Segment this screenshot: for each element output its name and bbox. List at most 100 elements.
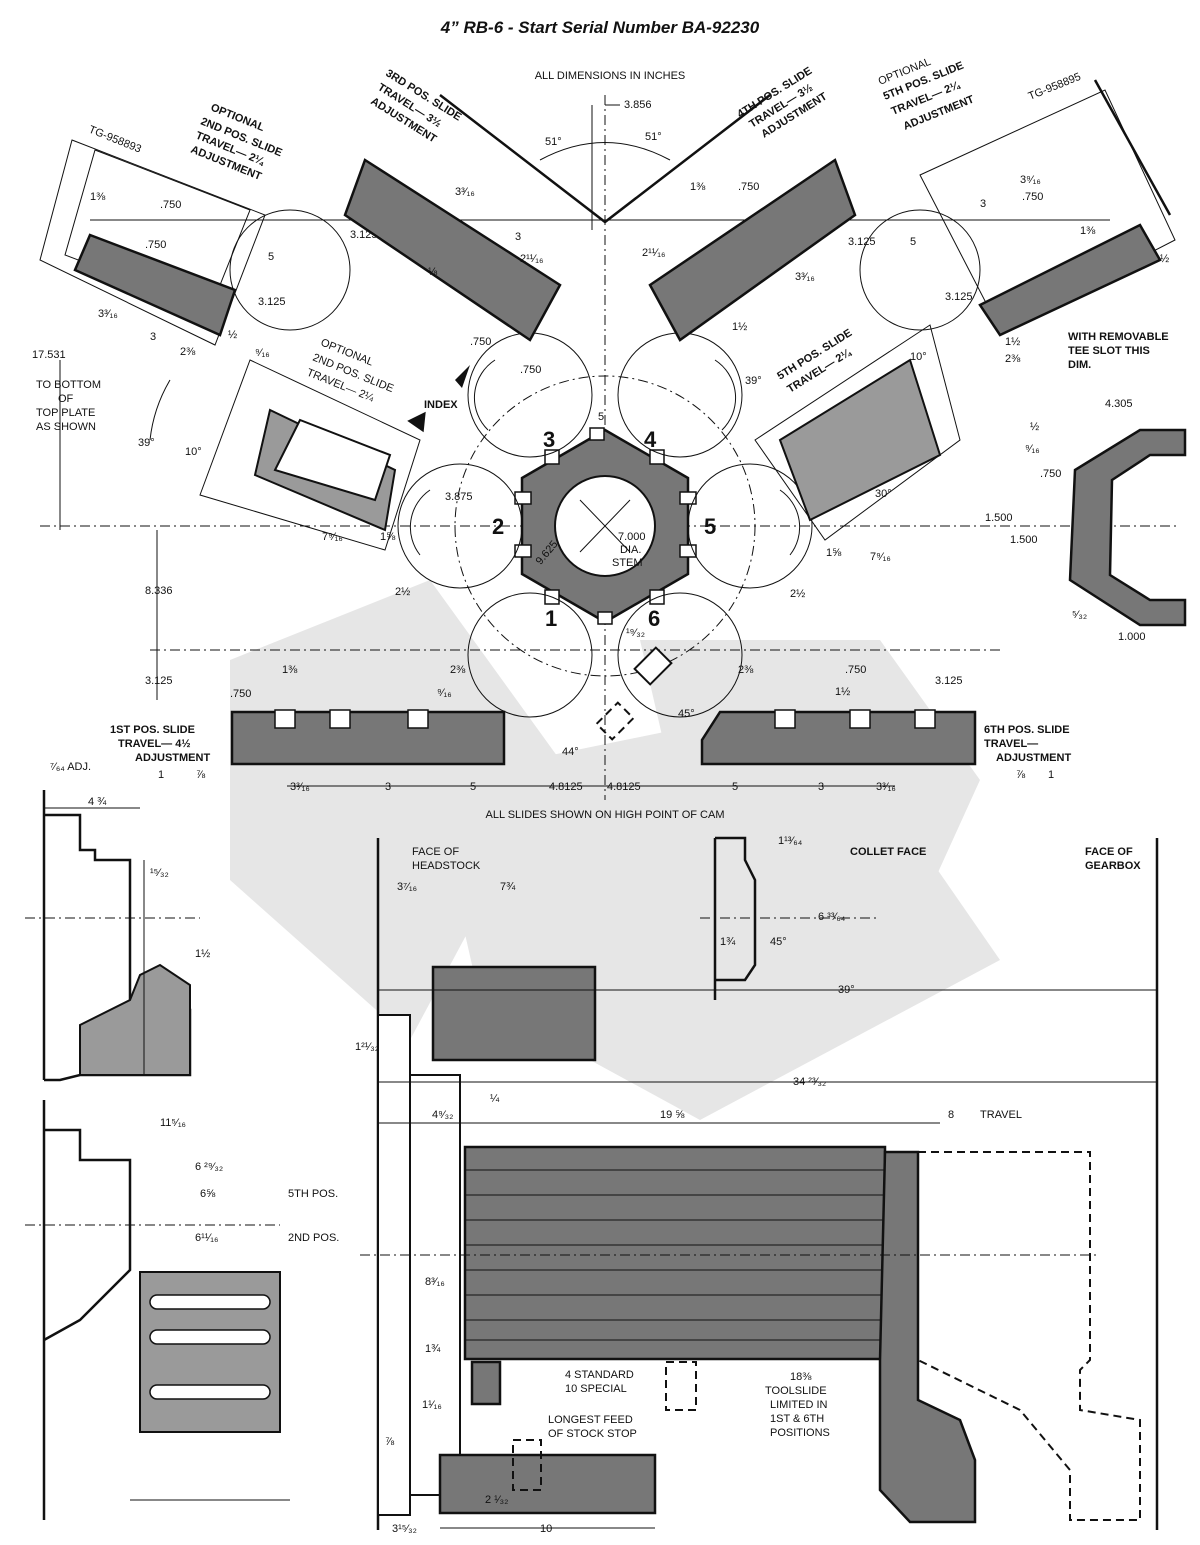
dim-8: 8 bbox=[948, 1109, 954, 1121]
spindle-circles bbox=[229, 209, 981, 718]
assembly bbox=[360, 836, 1159, 1530]
angle-45-s6: 45° bbox=[678, 708, 695, 720]
slide-6 bbox=[700, 709, 977, 766]
dim-750-hex: .750 bbox=[1040, 468, 1061, 480]
position-3: 3 bbox=[543, 427, 555, 452]
to-bottom-l3: TOP PLATE bbox=[36, 407, 95, 419]
face-headstock-1: FACE OF bbox=[412, 846, 459, 858]
dim-3-875: 3.875 bbox=[445, 491, 473, 503]
dim-78-asm: ⅞ bbox=[385, 1436, 395, 1448]
dim-3-s3: 3 bbox=[515, 231, 521, 243]
dim-2-38-tr: 2⅜ bbox=[1005, 353, 1021, 365]
angle-39-left: 39° bbox=[138, 437, 155, 449]
stop-bar bbox=[438, 1453, 657, 1515]
spindle-3 bbox=[467, 332, 593, 458]
dim-18-s3: ⅛ bbox=[428, 266, 438, 278]
detail-a bbox=[25, 790, 200, 1082]
slide-1 bbox=[230, 709, 506, 766]
dim-3-tl: 3 bbox=[150, 331, 156, 343]
dim-5-s1b: 5 bbox=[470, 781, 476, 793]
dim-750-s6: .750 bbox=[845, 664, 866, 676]
angle-45-collet: 45° bbox=[770, 936, 787, 948]
pos5-label: 5TH POS. bbox=[288, 1188, 338, 1200]
dim-3-316-s4: 3³⁄₁₆ bbox=[795, 271, 815, 283]
toolslide-l2: TOOLSLIDE bbox=[765, 1385, 827, 1397]
dim-7-916-right: 7⁹⁄₁₆ bbox=[870, 551, 891, 563]
all-dimensions-note: ALL DIMENSIONS IN INCHES bbox=[535, 70, 686, 82]
dim-1-116: 1¹⁄₁₆ bbox=[422, 1399, 442, 1411]
dim-5-s6b: 5 bbox=[732, 781, 738, 793]
dim-6-3364: 6 ³³⁄₆₄ bbox=[818, 911, 846, 923]
tg-958895: TG-958895 bbox=[1027, 71, 1083, 103]
dim-3-tr: 3 bbox=[980, 198, 986, 210]
dim-6-1116: 6¹¹⁄₁₆ bbox=[195, 1232, 218, 1244]
spindle-5 bbox=[687, 463, 813, 589]
v-notch bbox=[90, 94, 1110, 224]
index-label: INDEX bbox=[424, 399, 458, 411]
index-arrow bbox=[407, 411, 426, 433]
slide-2-optional-top bbox=[39, 139, 266, 346]
dim-5-tl: 5 bbox=[268, 251, 274, 263]
spindle-4 bbox=[617, 332, 743, 458]
dim-3-316-s1b: 3³⁄₁₆ bbox=[290, 781, 310, 793]
dim-2-1116-s3: 2¹¹⁄₁₆ bbox=[520, 253, 543, 265]
tg-958893: TG-958893 bbox=[87, 124, 143, 156]
dim-half-tr: ½ bbox=[1160, 253, 1169, 265]
dim-1-s1: 1 bbox=[158, 769, 164, 781]
left-dim-lines bbox=[59, 360, 171, 700]
hex-detail bbox=[1068, 428, 1187, 627]
dim-half-hex: ½ bbox=[1030, 421, 1039, 433]
tool-spindle-body bbox=[463, 1145, 887, 1361]
dim-3-125-s6: 3.125 bbox=[935, 675, 963, 687]
collet-face-label: COLLET FACE bbox=[850, 846, 926, 858]
dim-1-500-b: 1.500 bbox=[1010, 534, 1038, 546]
spindle-6 bbox=[617, 592, 743, 718]
dim-2-132: 2 ¹⁄₃₂ bbox=[485, 1494, 508, 1506]
toolslide-l1: 18⅜ bbox=[790, 1371, 812, 1383]
dim-3-316-tl: 3³⁄₁₆ bbox=[98, 308, 118, 320]
dim-3-316-s6b: 3³⁄₁₆ bbox=[876, 781, 896, 793]
dim-5-top: 5 bbox=[598, 411, 604, 423]
dim-11-516: 11⁵⁄₁₆ bbox=[160, 1117, 186, 1129]
toolslide-l3: LIMITED IN bbox=[770, 1399, 828, 1411]
slide-5-optional-top bbox=[919, 79, 1176, 337]
dim-3-s1b: 3 bbox=[385, 781, 391, 793]
slide6-l1: 6TH POS. SLIDE bbox=[984, 724, 1070, 736]
toolslide-l5: POSITIONS bbox=[770, 1427, 830, 1439]
dim-10: 10 bbox=[540, 1523, 552, 1535]
dim-3-125-bl: 3.125 bbox=[145, 675, 173, 687]
slide-5 bbox=[754, 324, 961, 541]
stem-label-2: DIA. bbox=[620, 544, 641, 556]
angle-51-right: 51° bbox=[645, 131, 662, 143]
position-4: 4 bbox=[644, 427, 657, 452]
pos2-label: 2ND POS. bbox=[288, 1232, 339, 1244]
dim-2-12-left: 2½ bbox=[395, 586, 410, 598]
dim-1-38-s4: 1⅜ bbox=[690, 181, 706, 193]
page-title: 4” RB-6 - Start Serial Number BA-92230 bbox=[440, 18, 760, 37]
dim-7-34: 7¾ bbox=[500, 881, 516, 893]
dim-1-12-dA: 1½ bbox=[195, 948, 210, 960]
dim-78-s1: ⅞ bbox=[196, 769, 206, 781]
dim-532-hex: ⁵⁄₃₂ bbox=[1072, 609, 1087, 621]
dim-1-s6: 1 bbox=[1048, 769, 1054, 781]
face-gearbox-1: FACE OF bbox=[1085, 846, 1133, 858]
dim-half-tl: ½ bbox=[228, 329, 237, 341]
turret bbox=[454, 375, 756, 677]
dim-quarter: ¼ bbox=[490, 1093, 500, 1105]
stem-label-3: STEM bbox=[612, 557, 643, 569]
dim-17-531: 17.531 bbox=[32, 349, 66, 361]
dim-7-916-left: 7⁹⁄₁₆ bbox=[322, 531, 343, 543]
dim-1-34-asm: 1¾ bbox=[425, 1343, 441, 1355]
face-gearbox-2: GEARBOX bbox=[1085, 860, 1141, 872]
slide6-l2: TRAVEL— bbox=[984, 738, 1038, 750]
dim-2-38-tl: 2⅜ bbox=[180, 346, 196, 358]
dim-1-12-tr: 1½ bbox=[1005, 336, 1020, 348]
dim-3-716: 3⁷⁄₁₆ bbox=[397, 881, 417, 893]
position-1: 1 bbox=[545, 606, 557, 631]
dim-8-316: 8³⁄₁₆ bbox=[425, 1276, 445, 1288]
dim-3-316-s3: 3³⁄₁₆ bbox=[455, 186, 475, 198]
travel-label: TRAVEL bbox=[980, 1109, 1022, 1121]
dim-2-38-s6: 2⅜ bbox=[738, 664, 754, 676]
toolslide-l4: 1ST & 6TH bbox=[770, 1413, 824, 1425]
